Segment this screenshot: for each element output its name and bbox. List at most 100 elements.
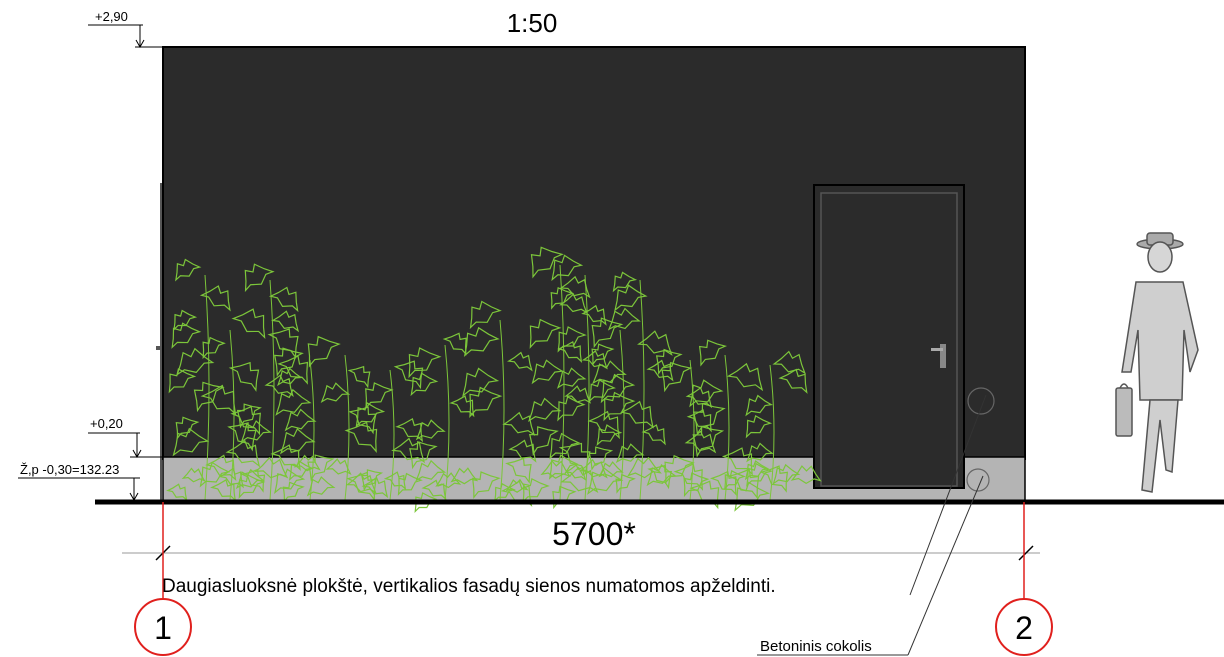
dimension-label: 5700* xyxy=(552,516,636,552)
ivy-stem xyxy=(689,359,695,501)
wall-edge-tick xyxy=(156,346,162,350)
ivy-stem xyxy=(584,274,590,501)
ivy-stem xyxy=(559,264,565,501)
ivy-leaf xyxy=(744,460,770,481)
ivy-leaf xyxy=(615,443,645,464)
ivy-leaf xyxy=(395,417,424,443)
ivy-leaf xyxy=(560,466,599,494)
ivy-leaf xyxy=(772,350,806,375)
ivy-leaf xyxy=(661,361,693,393)
note-panel: Daugiasluoksnė plokštė, vertikalios fasa… xyxy=(162,576,776,597)
ivy-stem xyxy=(389,369,395,501)
ivy-leaf xyxy=(450,467,479,485)
ivy-leaf xyxy=(275,388,312,416)
ivy-leaf xyxy=(166,483,188,502)
ivy-leaf xyxy=(199,461,231,488)
ivy-leaf xyxy=(168,368,197,394)
ivy-leaf xyxy=(502,411,536,437)
ivy-leaf xyxy=(508,439,537,463)
ivy-leaf xyxy=(627,456,662,479)
ivy-leaf xyxy=(587,410,620,440)
human-scale-figure xyxy=(1115,232,1199,493)
ivy-leaf xyxy=(365,382,394,410)
ivy-leaf xyxy=(588,446,614,471)
ivy-leaf xyxy=(778,368,808,394)
ivy-leaf xyxy=(462,367,500,397)
ivy-leaf xyxy=(240,468,266,493)
ivy-leaf xyxy=(397,472,423,496)
ivy-leaf xyxy=(344,421,378,453)
ivy-leaf xyxy=(307,335,341,368)
ivy-leaf xyxy=(360,469,384,492)
ivy-leaf xyxy=(692,402,726,436)
ivy-stem xyxy=(499,319,505,501)
ivy-leaf xyxy=(270,444,301,471)
note-plinth: Betoninis cokolis xyxy=(760,638,872,655)
dimension-line: 5700* xyxy=(122,516,1040,561)
ivy-leaf xyxy=(559,293,588,314)
ivy-leaf xyxy=(218,467,244,489)
ivy-leaf xyxy=(205,454,237,482)
ivy-leaf xyxy=(598,461,624,478)
ivy-leaf xyxy=(284,408,317,432)
ivy-leaf xyxy=(181,467,206,483)
ivy-leaf xyxy=(347,365,371,389)
ivy-leaf xyxy=(664,454,695,485)
ivy-leaf xyxy=(306,476,336,497)
level-marker-plinth: +0,20 xyxy=(88,416,165,459)
ivy-leaf xyxy=(646,359,674,382)
ivy-leaf xyxy=(550,286,575,310)
ivy-leaf xyxy=(320,382,351,404)
ivy-leaf xyxy=(721,447,753,476)
ivy-leaf xyxy=(614,284,648,312)
ivy-leaf xyxy=(549,432,581,460)
ivy-leaf xyxy=(393,360,424,390)
ivy-leaf xyxy=(442,332,467,356)
ivy-leaf xyxy=(202,336,226,360)
ivy-leaf xyxy=(673,463,704,491)
ivy-leaf xyxy=(505,457,532,484)
ivy-leaf xyxy=(173,309,198,331)
axis-marker-1: 1 xyxy=(134,598,192,656)
ivy-leaf xyxy=(463,326,500,357)
ivy-leaf xyxy=(529,318,562,349)
ivy-leaf xyxy=(588,379,616,403)
ivy-leaf xyxy=(346,471,377,502)
ivy-leaf xyxy=(579,458,608,479)
ivy-leaf xyxy=(176,347,215,376)
ivy-leaf xyxy=(591,343,615,366)
ivy-leaf xyxy=(615,473,636,494)
ivy-stem xyxy=(724,354,730,501)
ivy-leaf xyxy=(415,419,446,441)
axis-label-2: 2 xyxy=(1015,610,1033,646)
level-ground-label: Ž,p -0,30=132.23 xyxy=(20,462,119,477)
ivy-leaf xyxy=(689,480,720,510)
ivy-leaf xyxy=(600,373,636,404)
ivy-leaf xyxy=(637,330,673,356)
ivy-leaf xyxy=(230,405,261,436)
ivy-leaf xyxy=(345,472,377,494)
ivy-leaf xyxy=(268,286,299,313)
ivy-leaf xyxy=(274,468,306,495)
ivy-stem xyxy=(269,279,275,501)
ivy-stem xyxy=(204,274,210,501)
ivy-leaf xyxy=(596,424,623,447)
ivy-leaf xyxy=(529,426,559,456)
ivy-leaf xyxy=(200,384,237,416)
ivy-leaf xyxy=(172,427,210,457)
ivy-stem xyxy=(639,279,645,501)
ivy-stem xyxy=(444,344,450,501)
ivy-leaf xyxy=(277,367,303,387)
door-handle-plate xyxy=(940,344,946,368)
ivy-leaf xyxy=(199,285,231,312)
ivy-leaf xyxy=(559,275,591,299)
ivy-leaf xyxy=(175,258,202,282)
ivy-leaf xyxy=(548,454,579,480)
ivy-leaf xyxy=(531,359,564,385)
ivy-leaf xyxy=(692,425,725,458)
ivy-leaf xyxy=(472,471,501,500)
ivy-leaf xyxy=(620,400,654,429)
ivy-stem xyxy=(769,364,775,501)
ivy-leaf xyxy=(507,351,533,372)
ivy-leaf xyxy=(698,339,728,367)
